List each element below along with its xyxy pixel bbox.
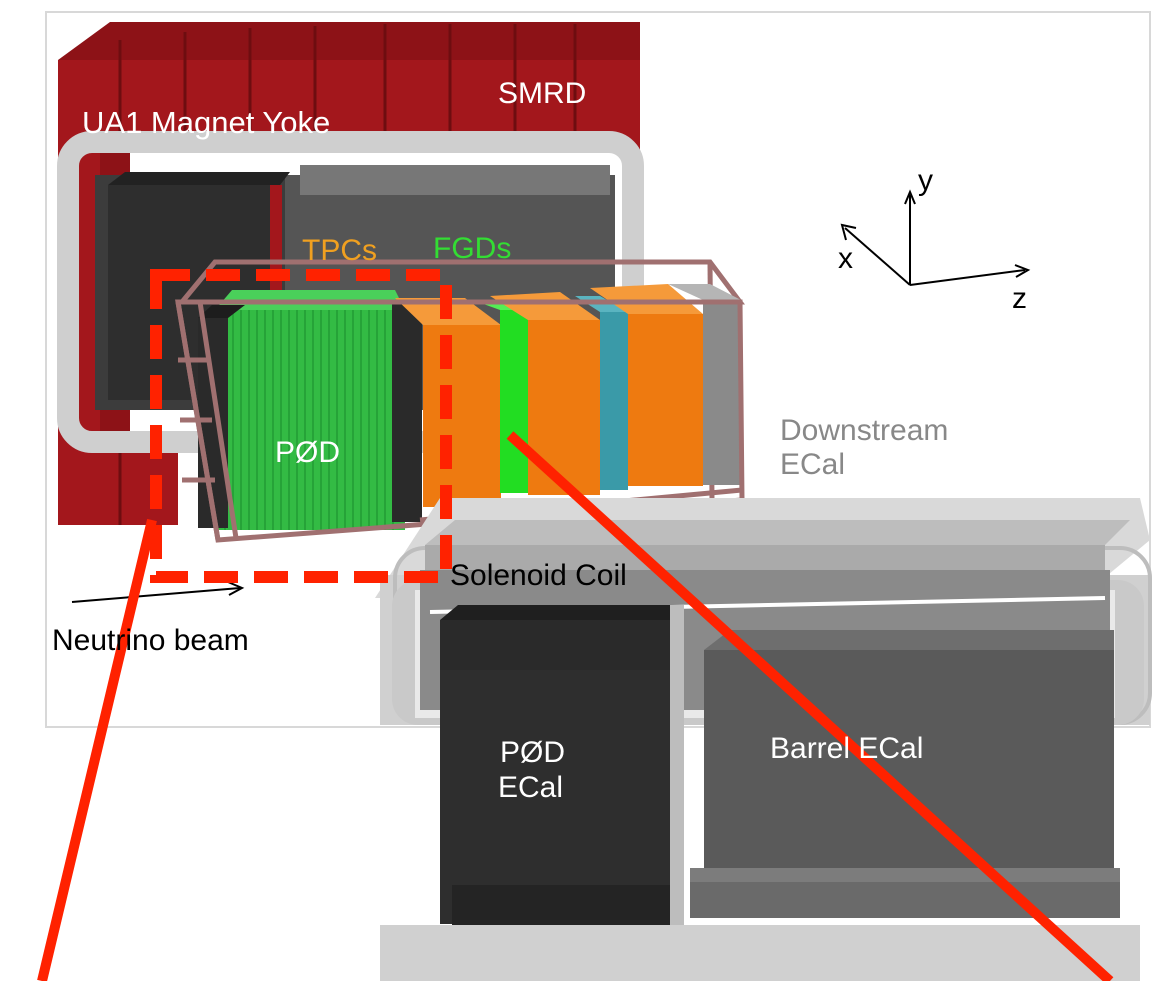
downstream-ecal-label-2: ECal	[780, 448, 845, 481]
barrel-ecal-label: Barrel ECal	[770, 732, 923, 765]
downstream-ecal-label: Downstream	[780, 414, 948, 447]
tpc-2	[528, 320, 600, 495]
fgd-2	[600, 312, 628, 490]
downstream-ecal	[703, 300, 741, 485]
smrd-label: SMRD	[498, 77, 586, 110]
axis-x-label: x	[838, 242, 853, 275]
fgds-label: FGDs	[433, 232, 511, 265]
pod-ecal-label: PØD	[500, 736, 565, 769]
tpc-1	[423, 325, 501, 507]
tpcs-label: TPCs	[302, 234, 377, 267]
solenoid-coil-label: Solenoid Coil	[450, 559, 627, 592]
fgd-1	[500, 310, 528, 493]
magnet-yoke-label: UA1 Magnet Yoke	[82, 105, 330, 140]
tpc-3	[628, 314, 703, 486]
axis-z-label: z	[1012, 282, 1027, 315]
neutrino-beam-label: Neutrino beam	[52, 624, 249, 657]
pod-label: PØD	[275, 436, 340, 469]
pod-ecal-label-2: ECal	[498, 771, 563, 804]
axis-y-label: y	[918, 164, 933, 197]
